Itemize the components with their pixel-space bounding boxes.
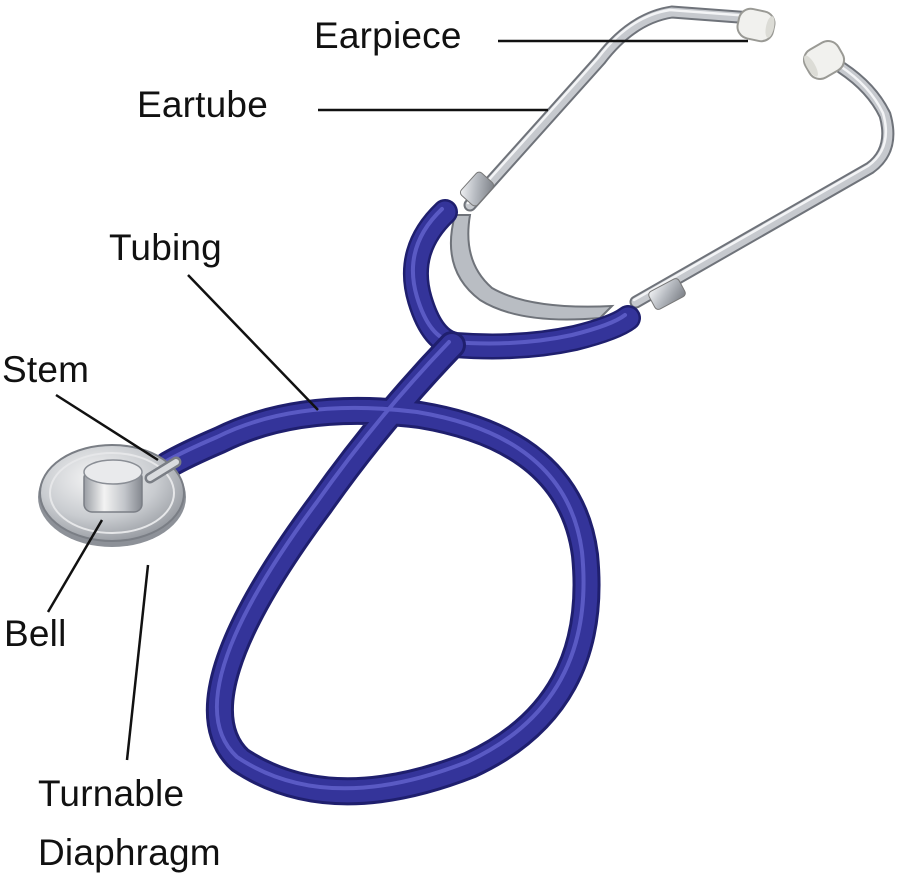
spring-band bbox=[451, 215, 612, 320]
leader-line-tubing bbox=[188, 275, 318, 410]
leader-line-diaphragm bbox=[127, 565, 148, 760]
label-stem: Stem bbox=[2, 348, 89, 392]
eartube-right bbox=[634, 66, 888, 302]
label-tubing: Tubing bbox=[109, 226, 222, 270]
earpiece-right bbox=[800, 37, 849, 84]
chest-piece bbox=[38, 445, 186, 547]
label-eartube: Eartube bbox=[137, 83, 268, 127]
eartube-left bbox=[468, 10, 752, 205]
label-turnable-diaphragm-line2: Diaphragm bbox=[38, 831, 221, 875]
label-bell: Bell bbox=[4, 612, 67, 656]
label-turnable-diaphragm-line1: Turnable bbox=[38, 772, 184, 816]
earpiece-left bbox=[735, 7, 776, 44]
tubing bbox=[165, 209, 628, 791]
label-earpiece: Earpiece bbox=[314, 14, 462, 58]
